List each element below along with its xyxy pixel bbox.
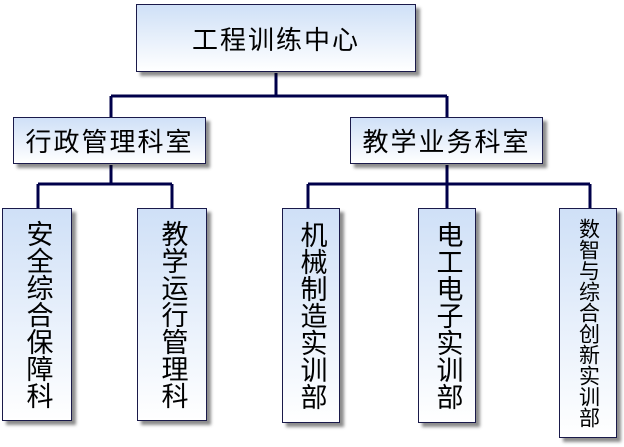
department-teaching: 教学业务科室 — [350, 117, 543, 164]
unit-teaching-ops: 教学运行管理科 — [137, 208, 207, 421]
department-teaching-label: 教学业务科室 — [362, 128, 531, 158]
department-admin-label: 行政管理科室 — [25, 128, 194, 158]
unit-electrical-label: 电工电子实训部 — [431, 221, 463, 410]
root-node: 工程训练中心 — [136, 4, 416, 72]
unit-electrical: 电工电子实训部 — [418, 208, 476, 423]
unit-safety-label: 安全综合保障科 — [21, 220, 53, 409]
unit-mechanical-label: 机械制造实训部 — [295, 221, 327, 410]
unit-innovation-label: 数智与综合创新实训部 — [576, 218, 601, 428]
department-admin: 行政管理科室 — [13, 117, 206, 164]
unit-teaching-ops-label: 教学运行管理科 — [156, 220, 188, 409]
unit-safety: 安全综合保障科 — [2, 208, 72, 421]
unit-mechanical: 机械制造实训部 — [282, 208, 340, 423]
root-node-label: 工程训练中心 — [191, 25, 360, 56]
unit-innovation: 数智与综合创新实训部 — [559, 208, 617, 438]
